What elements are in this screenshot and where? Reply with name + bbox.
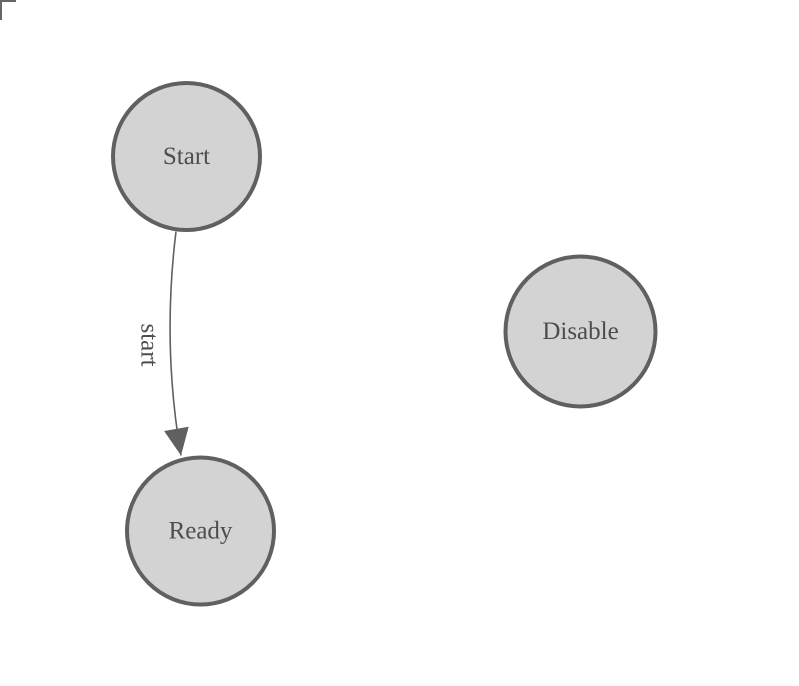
arrowhead-icon xyxy=(164,426,189,456)
transition-edge-start-ready[interactable]: start xyxy=(136,231,189,456)
state-node-ready[interactable]: Ready xyxy=(125,455,276,607)
state-circle xyxy=(111,81,262,232)
edge-label: start xyxy=(136,323,163,366)
state-node-start[interactable]: Start xyxy=(111,81,262,232)
edge-curve xyxy=(169,231,182,456)
edges-layer: start xyxy=(136,231,189,456)
state-circle xyxy=(503,254,658,409)
state-node-disable[interactable]: Disable xyxy=(503,254,658,409)
state-label: Disable xyxy=(542,318,618,345)
canvas-corner-mark xyxy=(0,0,16,20)
state-label: Start xyxy=(163,143,210,170)
state-circle xyxy=(125,455,276,607)
state-label: Ready xyxy=(169,518,233,545)
